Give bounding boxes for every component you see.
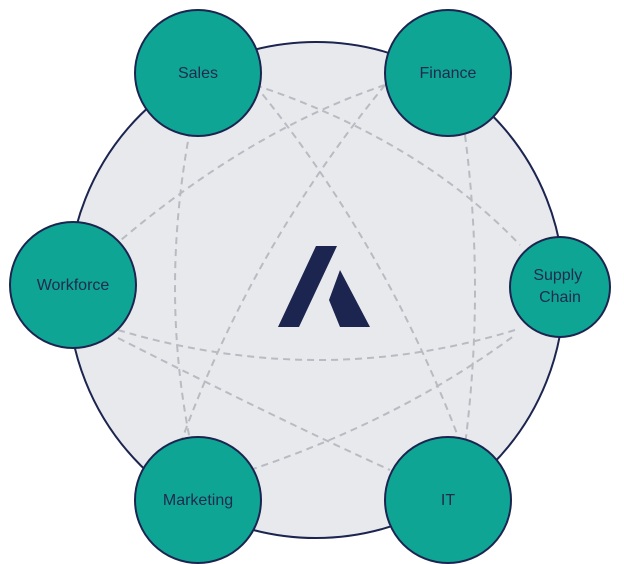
node-label-sales: Sales <box>178 65 218 82</box>
connector-workforce-it <box>117 337 391 471</box>
node-label-supply-chain-line-2: Chain <box>539 289 581 306</box>
node-label-supply-chain-line-1: Supply <box>533 267 582 284</box>
node-label-it: IT <box>441 492 455 509</box>
connector-finance-it <box>464 134 476 446</box>
connector-marketing-supply-chain <box>249 334 516 471</box>
node-it[interactable]: IT <box>384 436 512 564</box>
node-label-supply-chain: Supply Chain <box>533 267 586 306</box>
node-finance[interactable]: Finance <box>384 9 512 137</box>
node-marketing[interactable]: Marketing <box>134 436 262 564</box>
connector-sales-marketing <box>174 129 191 441</box>
connector-workforce-supply-chain <box>117 329 516 361</box>
connector-finance-marketing <box>179 84 386 446</box>
node-sales[interactable]: Sales <box>134 9 262 137</box>
node-label-workforce: Workforce <box>37 277 110 294</box>
connector-finance-workforce <box>114 84 386 246</box>
node-workforce[interactable]: Workforce <box>9 221 137 349</box>
connectors <box>114 84 521 471</box>
node-label-marketing: Marketing <box>163 492 233 509</box>
node-supply-chain[interactable]: Supply Chain <box>509 236 611 338</box>
company-a-logo-icon <box>278 246 370 327</box>
node-label-finance: Finance <box>420 65 477 82</box>
